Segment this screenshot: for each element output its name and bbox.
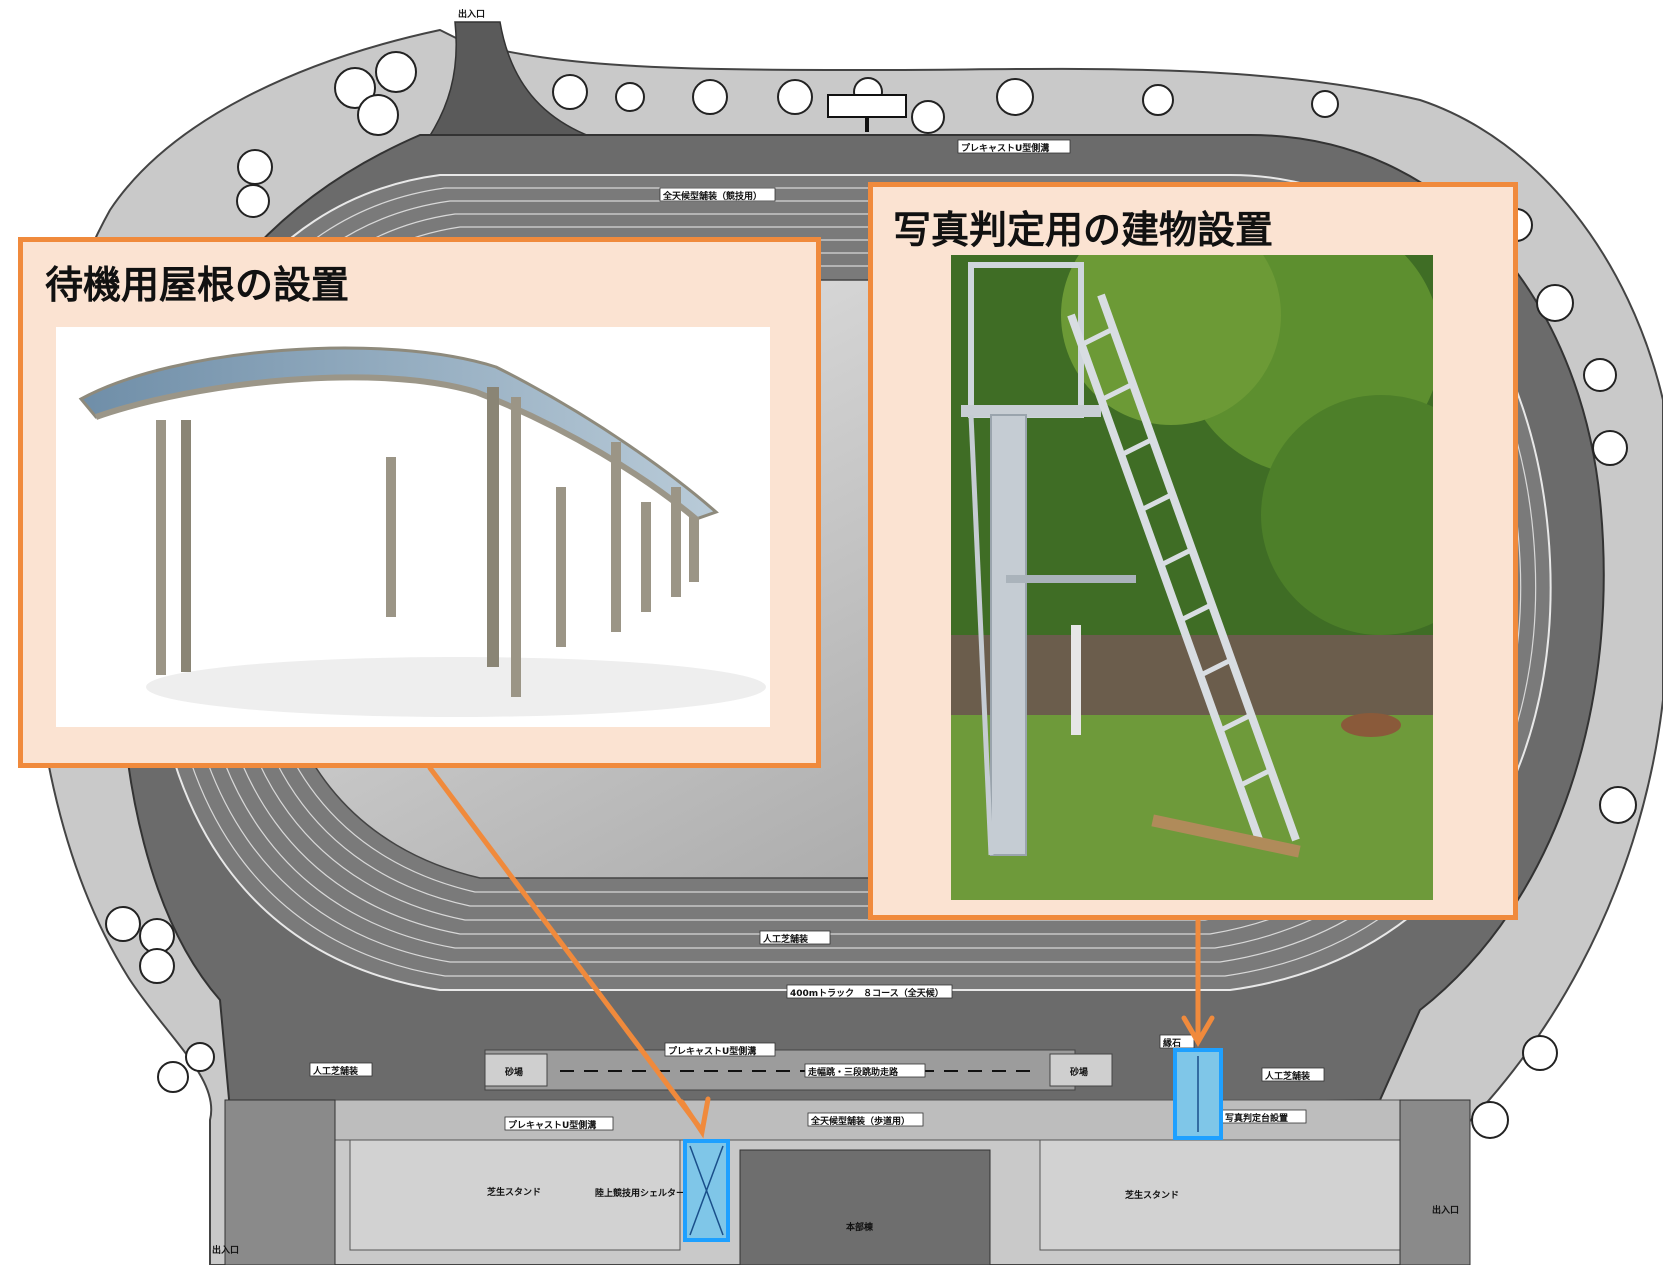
trees — [105, 51, 1637, 1139]
callout-photo-judge: 写真判定用の建物設置 — [868, 182, 1518, 920]
scoreboard — [827, 94, 907, 118]
turf-stand-left-shape — [349, 1129, 681, 1251]
plan-label-turf-stand-left: 芝生スタンド — [487, 1186, 541, 1198]
photo-judge-tower-photo — [951, 255, 1433, 900]
arrow-roof-to-shelter — [427, 765, 711, 1139]
plan-label-all-weather-pavement-top: 全天候型舗装（競技用） — [662, 190, 762, 202]
shelter-marker — [683, 1139, 730, 1242]
callout-waiting-roof-title: 待機用屋根の設置 — [45, 263, 350, 307]
plan-label-sandpit-left: 砂場 — [505, 1066, 523, 1078]
plan-label-precast-gutter-straight: プレキャストU型側溝 — [668, 1045, 756, 1057]
plan-label-long-jump: 走幅跳・三段跳助走路 — [807, 1066, 899, 1078]
plan-label-artificial-turf-right: 人工芝舗装 — [1264, 1070, 1311, 1082]
plan-label-shelter: 陸上競技用シェルター — [595, 1187, 685, 1199]
plan-label-entrance-bottom-right: 出入口 — [1432, 1204, 1459, 1216]
right-access — [1399, 1099, 1471, 1265]
plan-label-curb-stone: 縁石 — [1163, 1037, 1181, 1049]
callout-waiting-roof: 待機用屋根の設置 — [18, 237, 821, 768]
photo-tower-marker — [1173, 1048, 1223, 1140]
plan-label-artificial-turf-bottom: 人工芝舗装 — [762, 933, 809, 945]
plan-label-all-weather-pavement-bottom: 全天候型舗装（歩道用） — [810, 1115, 910, 1127]
sandpit-left-shape — [484, 1053, 548, 1087]
plan-label-photo-finish-tower: 写真判定台設置 — [1225, 1112, 1288, 1124]
plan-label-precast-gutter-bottom: プレキャストU型側溝 — [508, 1119, 596, 1131]
plan-label-track: 400mトラック ８コース（全天候） — [790, 987, 944, 999]
plan-label-artificial-turf-left: 人工芝舗装 — [312, 1065, 359, 1077]
plan-label-entrance-bottom-left: 出入口 — [212, 1244, 239, 1256]
plan-label-main-building: 本部棟 — [846, 1221, 874, 1233]
plan-label-turf-stand-right: 芝生スタンド — [1125, 1189, 1179, 1201]
left-access — [224, 1099, 336, 1265]
waiting-roof-photo — [56, 327, 770, 727]
sandpit-right-shape — [1049, 1053, 1113, 1087]
plan-label-precast-gutter-top: プレキャストU型側溝 — [961, 142, 1049, 154]
plan-label-sandpit-right: 砂場 — [1070, 1066, 1088, 1078]
main-building-shape — [739, 1149, 991, 1265]
callout-photo-judge-title: 写真判定用の建物設置 — [893, 208, 1274, 252]
turf-stand-right-shape — [1039, 1119, 1401, 1251]
arrow-callout-to-tower — [1181, 917, 1215, 1047]
plan-label-entrance-top: 出入口 — [458, 8, 485, 20]
